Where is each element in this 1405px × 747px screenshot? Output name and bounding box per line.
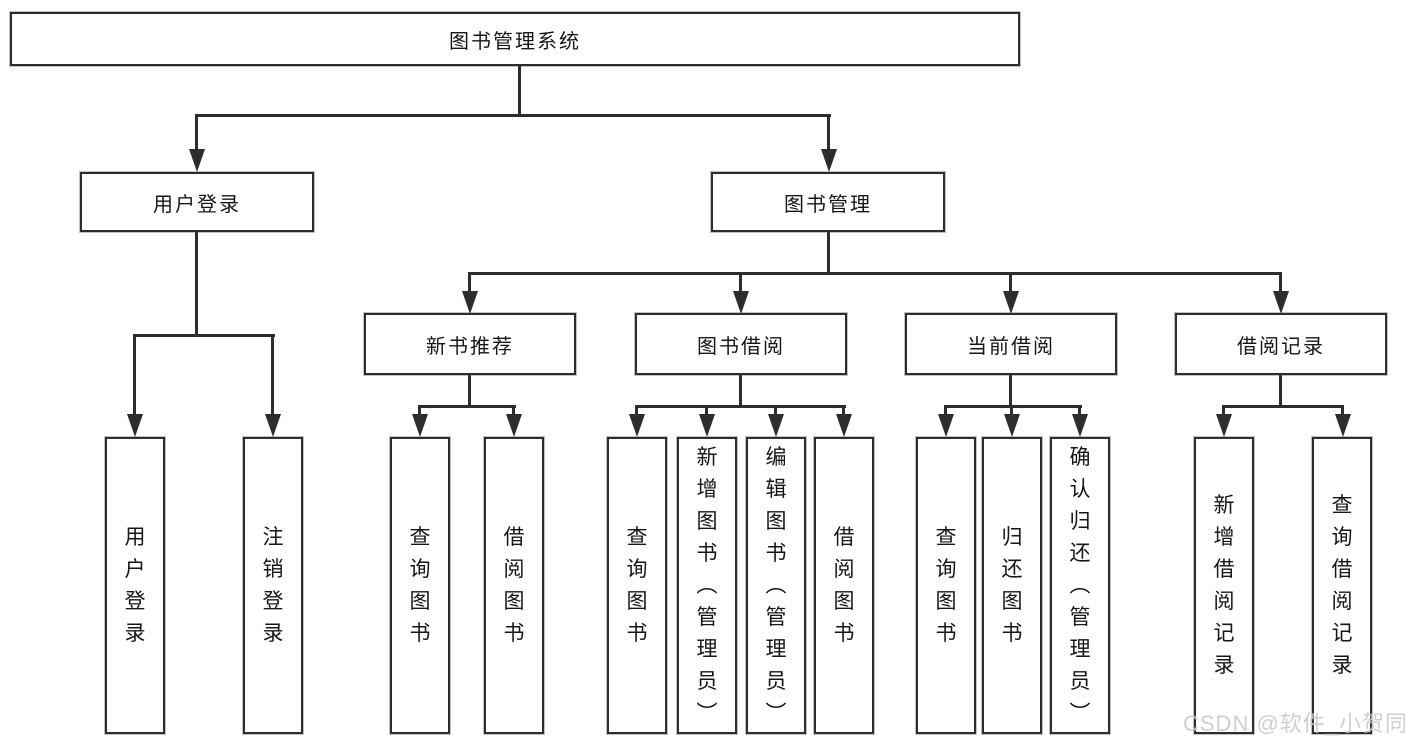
connector-group2-stem — [739, 373, 742, 407]
connector-login-leaf2-drop — [271, 334, 274, 416]
node-leaf-g2-borrow-books: 借阅图书 — [814, 437, 874, 734]
node-leaf-g3-confirm-return-admin: 确认归还︵管理员︶ — [1050, 437, 1110, 734]
node-leaf-g2-add-books-admin-label: 新增图书︵管理员︶ — [696, 445, 718, 725]
arrowhead-g1-leaf2 — [506, 414, 522, 437]
node-leaf-g3-query-books-label: 查询图书 — [935, 525, 957, 645]
arrowhead-login — [189, 149, 205, 172]
connector-group3-stem — [1009, 373, 1012, 407]
arrowhead-g3-leaf2 — [1004, 414, 1020, 437]
node-book-borrow-label: 图书借阅 — [697, 335, 785, 358]
arrowhead-login-leaf1 — [127, 414, 143, 437]
node-leaf-g4-query-borrow-record-label: 查询借阅记录 — [1331, 493, 1353, 677]
arrowhead-g3-leaf3 — [1072, 414, 1088, 437]
arrowhead-management — [821, 149, 837, 172]
connector-login-horizontal — [133, 334, 275, 337]
connector-g3-leaf2-drop — [1010, 405, 1013, 419]
connector-g1-leaf1-drop — [418, 405, 421, 419]
connector-g1-leaf2-drop — [512, 405, 515, 419]
node-leaf-g4-query-borrow-record: 查询借阅记录 — [1312, 437, 1372, 734]
node-leaf-g2-edit-books-admin: 编辑图书︵管理员︶ — [746, 437, 806, 734]
node-book-borrow: 图书借阅 — [635, 313, 847, 375]
connector-login-leaf1-drop — [133, 334, 136, 416]
node-new-book-recommend-label: 新书推荐 — [426, 335, 514, 358]
node-leaf-g1-borrow-books-label: 借阅图书 — [503, 525, 525, 645]
connector-g2-leaf3-drop — [774, 405, 777, 419]
node-leaf-user-login: 用户登录 — [105, 437, 165, 734]
connector-groups-horizontal — [468, 272, 1282, 275]
arrowhead-g4-leaf2 — [1335, 414, 1351, 437]
csdn-watermark: CSDN @软件_小贺同学 — [1183, 711, 1405, 736]
connector-g2-leaf4-drop — [842, 405, 845, 419]
arrowhead-g1-leaf1 — [412, 414, 428, 437]
node-leaf-logout: 注销登录 — [243, 437, 303, 734]
connector-group2-drop — [739, 272, 742, 294]
arrowhead-g3-leaf1 — [938, 414, 954, 437]
connector-root-stem — [518, 64, 521, 116]
connector-management-stem — [827, 230, 830, 274]
connector-management-drop — [827, 114, 830, 152]
connector-group1-drop — [468, 272, 471, 294]
connector-group4-horizontal — [1222, 405, 1344, 408]
connector-level1-horizontal — [196, 114, 831, 117]
arrowhead-group4 — [1273, 291, 1289, 314]
connector-g4-leaf1-drop — [1222, 405, 1225, 419]
node-leaf-g1-query-books: 查询图书 — [390, 437, 450, 734]
connector-g3-leaf1-drop — [944, 405, 947, 419]
node-leaf-logout-label: 注销登录 — [262, 525, 284, 645]
arrowhead-g2-leaf1 — [629, 414, 645, 437]
connector-group3-drop — [1009, 272, 1012, 294]
node-leaf-g3-return-books: 归还图书 — [982, 437, 1042, 734]
arrowhead-group2 — [733, 291, 749, 314]
connector-login-drop — [195, 114, 198, 152]
arrowhead-g2-leaf3 — [768, 414, 784, 437]
node-book-management-label: 图书管理 — [784, 193, 872, 216]
connector-group3-horizontal — [944, 405, 1082, 408]
node-root-label: 图书管理系统 — [449, 30, 581, 53]
connector-g4-leaf2-drop — [1341, 405, 1344, 419]
node-leaf-g3-confirm-return-admin-label: 确认归还︵管理员︶ — [1069, 445, 1091, 725]
node-leaf-g2-query-books: 查询图书 — [607, 437, 667, 734]
node-leaf-g4-add-borrow-record: 新增借阅记录 — [1194, 437, 1254, 734]
node-borrow-records: 借阅记录 — [1175, 313, 1387, 375]
connector-g2-leaf2-drop — [705, 405, 708, 419]
connector-group1-stem — [468, 373, 471, 407]
arrowhead-login-leaf2 — [265, 414, 281, 437]
arrowhead-group1 — [462, 291, 478, 314]
node-leaf-g1-borrow-books: 借阅图书 — [484, 437, 544, 734]
node-current-borrow: 当前借阅 — [905, 313, 1117, 375]
arrowhead-g4-leaf1 — [1216, 414, 1232, 437]
connector-group4-stem — [1279, 373, 1282, 407]
node-user-login-label: 用户登录 — [153, 193, 241, 216]
node-book-management: 图书管理 — [711, 172, 945, 232]
node-user-login: 用户登录 — [80, 172, 314, 232]
connector-login-stem — [195, 230, 198, 336]
arrowhead-group3 — [1003, 291, 1019, 314]
node-leaf-g2-add-books-admin: 新增图书︵管理员︶ — [677, 437, 737, 734]
node-leaf-g2-query-books-label: 查询图书 — [626, 525, 648, 645]
connector-g3-leaf3-drop — [1078, 405, 1081, 419]
arrowhead-g2-leaf2 — [699, 414, 715, 437]
connector-group4-drop — [1279, 272, 1282, 294]
node-current-borrow-label: 当前借阅 — [967, 335, 1055, 358]
node-leaf-g2-edit-books-admin-label: 编辑图书︵管理员︶ — [765, 445, 787, 725]
connector-group2-horizontal — [635, 405, 846, 408]
arrowhead-g2-leaf4 — [836, 414, 852, 437]
node-root: 图书管理系统 — [10, 12, 1020, 66]
connector-g2-leaf1-drop — [635, 405, 638, 419]
node-leaf-user-login-label: 用户登录 — [124, 525, 146, 645]
node-leaf-g3-query-books: 查询图书 — [916, 437, 976, 734]
node-leaf-g2-borrow-books-label: 借阅图书 — [833, 525, 855, 645]
node-new-book-recommend: 新书推荐 — [364, 313, 576, 375]
connector-group1-horizontal — [419, 405, 516, 408]
node-leaf-g1-query-books-label: 查询图书 — [409, 525, 431, 645]
node-leaf-g4-add-borrow-record-label: 新增借阅记录 — [1213, 493, 1235, 677]
node-leaf-g3-return-books-label: 归还图书 — [1001, 525, 1023, 645]
node-borrow-records-label: 借阅记录 — [1237, 335, 1325, 358]
